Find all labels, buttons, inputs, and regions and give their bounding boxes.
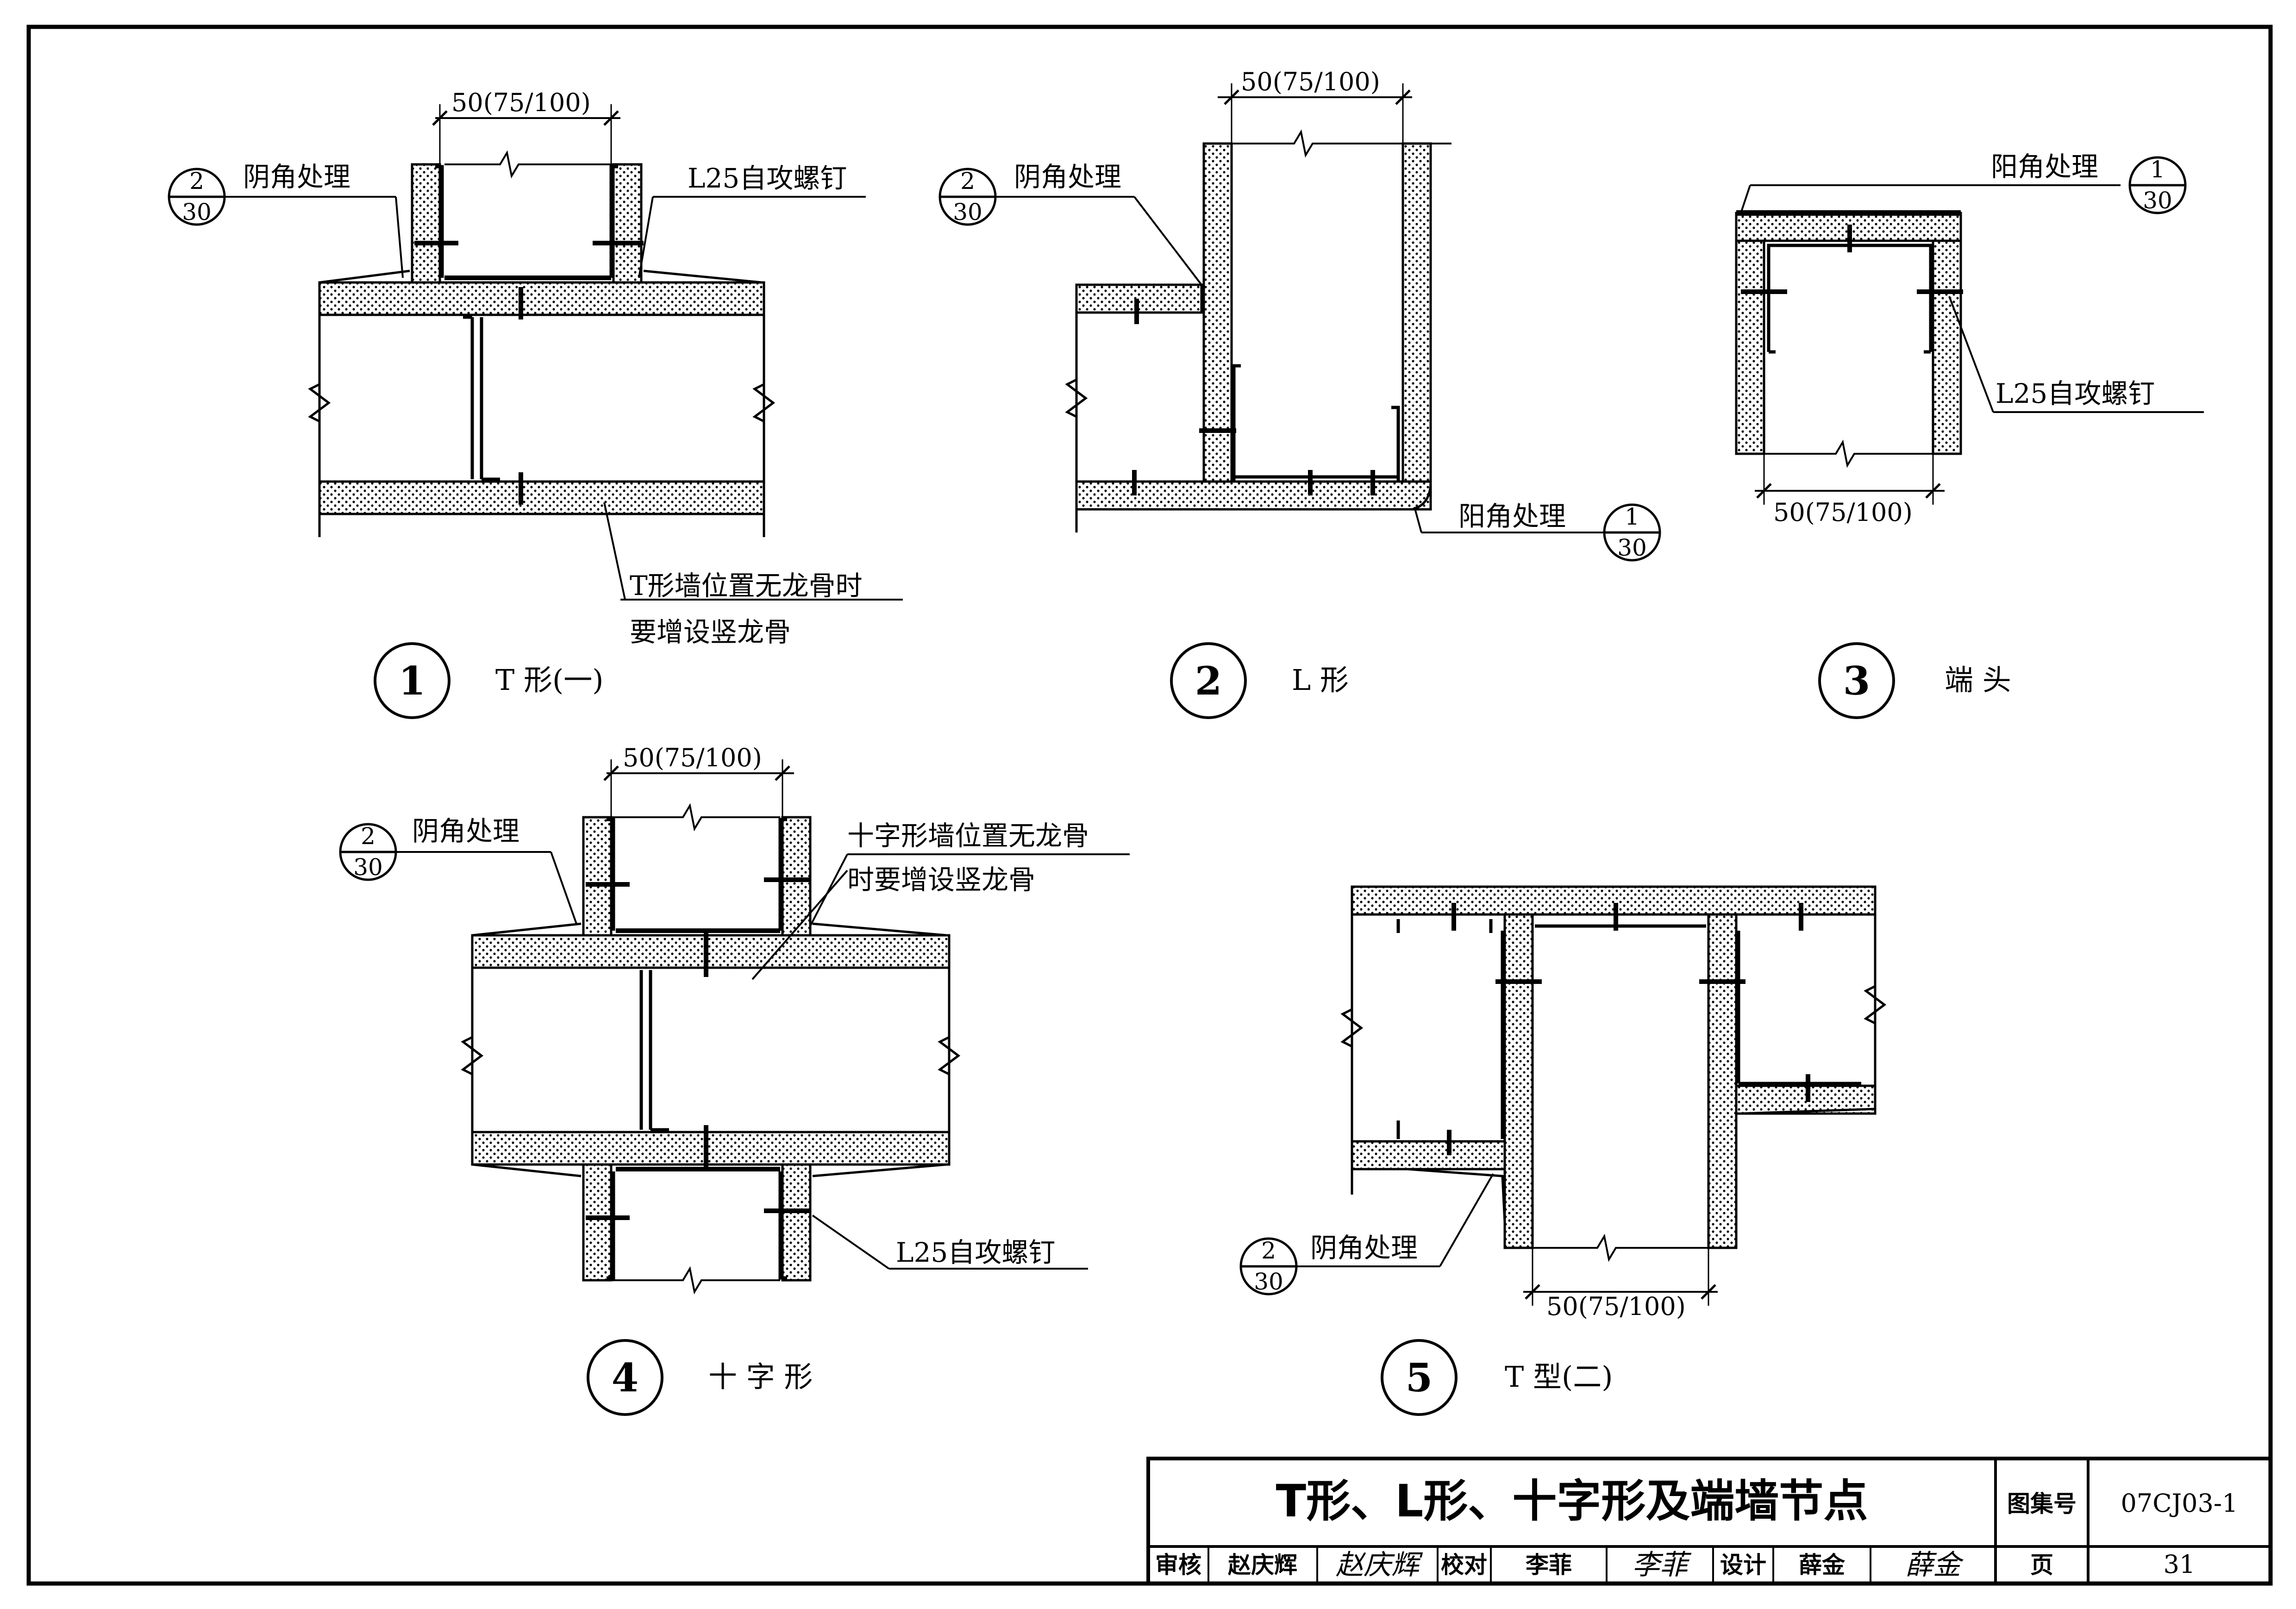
detail-1-note-line2: 要增设竖龙骨: [630, 616, 791, 648]
detail-3-outer-corner-label: 阳角处理: [1991, 151, 2098, 182]
atlas-number-value: 07CJ03-1: [2121, 1489, 2238, 1518]
review-signature: 赵庆辉: [1336, 1549, 1423, 1581]
detail-5-bubble-top: 2: [1261, 1237, 1276, 1264]
review-label: 审核: [1155, 1552, 1201, 1578]
check-signature: 李菲: [1632, 1549, 1692, 1581]
detail-5-inner-corner-label: 阴角处理: [1310, 1232, 1418, 1264]
detail-2-inner-corner-label: 阴角处理: [1014, 161, 1121, 193]
detail-3-caption: 端 头: [1945, 663, 2011, 697]
detail-2-drawing: [938, 83, 1661, 719]
detail-5-drawing: [1239, 885, 1887, 1416]
detail-3-number: 3: [1843, 658, 1870, 704]
detail-1-bubble-bottom: 30: [182, 199, 212, 225]
detail-4-note-line1: 十字形墙位置无龙骨: [847, 820, 1089, 851]
check-label: 校对: [1441, 1552, 1487, 1578]
detail-1-note-line1: T形墙位置无龙骨时: [630, 570, 863, 601]
review-name: 赵庆辉: [1228, 1552, 1297, 1578]
detail-5-bubble-bottom: 30: [1254, 1268, 1283, 1295]
detail-1-drawing: [168, 104, 903, 719]
detail-3-screw-label: L25自攻螺钉: [1996, 378, 2155, 409]
detail-1-dimension: 50(75/100): [451, 88, 591, 117]
detail-4-screw-label: L25自攻螺钉: [896, 1237, 1055, 1268]
page-label: 页: [2030, 1552, 2053, 1578]
detail-5-number: 5: [1406, 1355, 1433, 1401]
detail-3-drawing: [1735, 156, 2204, 719]
detail-4-caption: 十 字 形: [708, 1360, 813, 1394]
detail-4-drawing: [339, 759, 1130, 1416]
detail-4-note-line2: 时要增设竖龙骨: [847, 864, 1035, 895]
detail-1-inner-corner-label: 阴角处理: [243, 161, 350, 193]
detail-2-outer-bubble-top: 1: [1625, 503, 1639, 530]
detail-2-bubble-bottom: 30: [953, 199, 982, 225]
detail-4-bubble-bottom: 30: [353, 854, 383, 881]
detail-4-dimension: 50(75/100): [623, 743, 762, 772]
detail-5-caption: T 型(二): [1505, 1360, 1613, 1394]
detail-1-number: 1: [399, 658, 425, 704]
detail-3-bubble-bottom: 30: [2143, 187, 2172, 214]
detail-2-caption: L 形: [1292, 663, 1349, 697]
detail-4-inner-corner-label: 阴角处理: [412, 815, 519, 847]
check-name: 李菲: [1526, 1552, 1572, 1578]
detail-5-dimension: 50(75/100): [1546, 1292, 1686, 1321]
detail-2-bubble-top: 2: [960, 168, 975, 194]
detail-3-bubble-top: 1: [2150, 156, 2165, 183]
detail-3-dimension: 50(75/100): [1773, 498, 1913, 527]
title-block: [1146, 1457, 2272, 1585]
drawing-title: T形、L形、十字形及端墙节点: [1276, 1475, 1868, 1527]
design-name: 薛金: [1799, 1552, 1846, 1578]
detail-1-caption: T 形(一): [495, 663, 603, 697]
detail-2-outer-bubble-bottom: 30: [1617, 534, 1647, 561]
detail-4-number: 4: [612, 1355, 638, 1401]
detail-2-number: 2: [1195, 658, 1222, 704]
page-value: 31: [2164, 1550, 2196, 1579]
detail-2-dimension: 50(75/100): [1241, 67, 1380, 96]
design-label: 设计: [1720, 1552, 1766, 1578]
detail-4-bubble-top: 2: [361, 823, 375, 850]
atlas-number-label: 图集号: [2007, 1490, 2077, 1517]
design-signature: 薛金: [1905, 1549, 1964, 1581]
detail-2-outer-corner-label: 阳角处理: [1458, 501, 1566, 532]
detail-1-bubble-top: 2: [189, 168, 204, 194]
detail-1-screw-label: L25自攻螺钉: [688, 163, 847, 194]
